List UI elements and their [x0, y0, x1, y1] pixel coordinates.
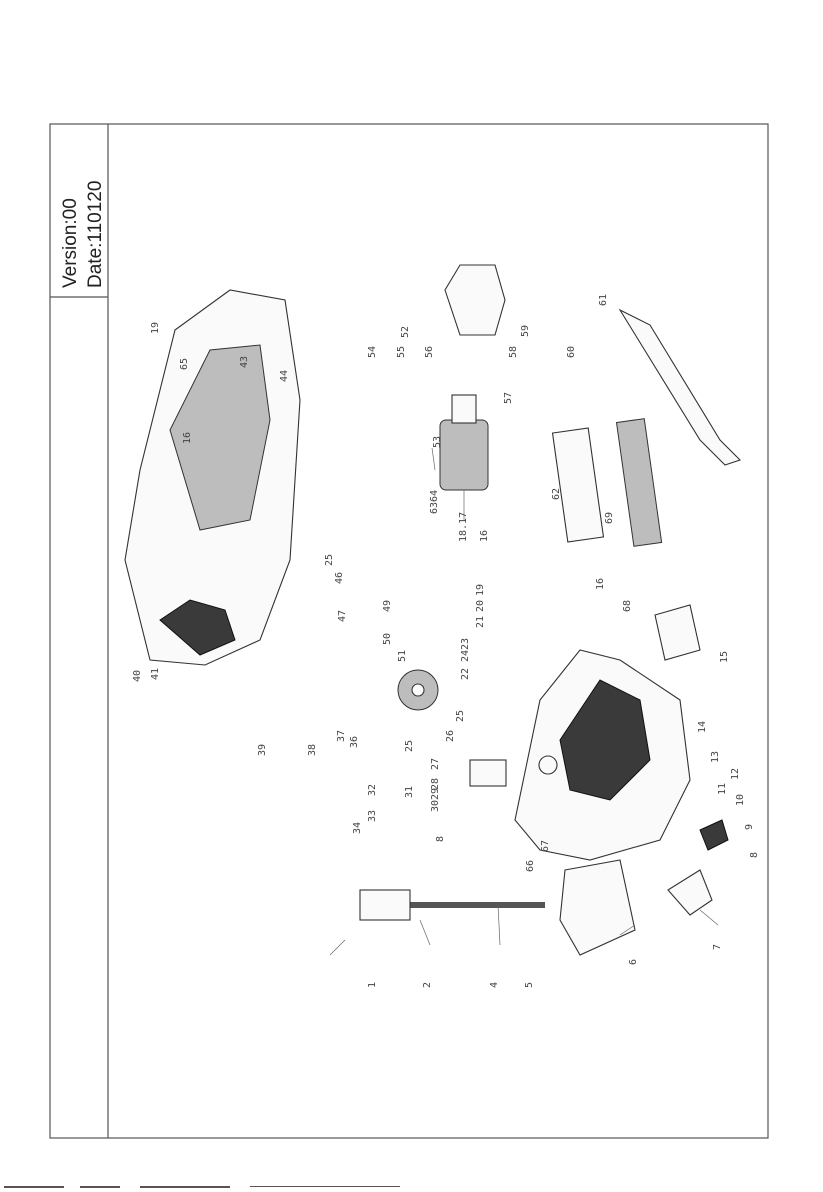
callout-32: 32	[367, 784, 378, 796]
callout-56: 56	[424, 346, 435, 358]
footer-strip	[0, 1181, 823, 1192]
callout-1: 1	[367, 982, 378, 988]
callout-47: 47	[337, 610, 348, 622]
callout-9: 9	[744, 824, 755, 830]
plunger-holder-shape	[360, 890, 410, 920]
callout-31: 31	[404, 786, 415, 798]
callout-25-mid: 25	[455, 710, 466, 722]
callout-21: 21	[475, 616, 486, 628]
base-plate-shape	[560, 860, 635, 955]
callout-61: 61	[598, 294, 609, 306]
callout-10: 10	[735, 794, 746, 806]
sole-plate-shape	[617, 419, 662, 547]
callout-4: 4	[489, 982, 500, 988]
lever-shape	[700, 820, 728, 850]
callout-54: 54	[367, 346, 378, 358]
callout-20: 20	[475, 600, 486, 612]
callout-65: 65	[179, 358, 190, 370]
callout-52: 52	[400, 326, 411, 338]
callout-7: 7	[712, 944, 723, 950]
callout-40: 40	[132, 670, 143, 682]
callout-12: 12	[730, 768, 741, 780]
callout-15: 15	[719, 651, 730, 663]
dust-adapter-shape	[655, 605, 700, 660]
part-drawings	[125, 265, 740, 955]
callout-19-mid: 19	[475, 584, 486, 596]
callout-26: 26	[445, 730, 456, 742]
callout-51: 51	[397, 650, 408, 662]
callout-60: 60	[566, 346, 577, 358]
callout-2: 2	[422, 982, 433, 988]
callout-25-low: 25	[404, 740, 415, 752]
shoe-plate-shape	[553, 428, 604, 542]
callout-57: 57	[503, 392, 514, 404]
callout-33: 33	[367, 810, 378, 822]
callout-62: 62	[551, 488, 562, 500]
callout-58: 58	[508, 346, 519, 358]
callout-8-lower: 8	[435, 836, 446, 842]
footer-mark	[140, 1186, 230, 1188]
gear-hub-shape	[412, 684, 424, 696]
armature-shape	[440, 420, 488, 490]
callout-59: 59	[520, 325, 531, 337]
guide-block-shape	[470, 760, 506, 786]
callout-50: 50	[382, 633, 393, 645]
callout-22: 22	[460, 668, 471, 680]
blade-clamp-shape	[668, 870, 712, 915]
date-label: Date:110120	[85, 181, 106, 288]
callout-19-top: 19	[150, 322, 161, 334]
callout-36: 36	[349, 736, 360, 748]
callout-16-mid: 16	[479, 530, 490, 542]
callout-41: 41	[150, 668, 161, 680]
callout-25-top: 25	[324, 554, 335, 566]
callout-37: 37	[336, 730, 347, 742]
callout-14: 14	[697, 721, 708, 733]
footer-mark	[4, 1186, 64, 1188]
callout-5: 5	[524, 982, 535, 988]
callout-6364: 6364	[429, 490, 440, 514]
callout-49: 49	[382, 600, 393, 612]
callout-18-17: 18.17	[458, 512, 469, 542]
callout-16-low: 16	[595, 578, 606, 590]
callout-30: 30	[430, 800, 441, 812]
footer-mark	[250, 1186, 400, 1187]
callout-39: 39	[257, 744, 268, 756]
callout-27: 27	[430, 758, 441, 770]
callout-16-top: 16	[182, 432, 193, 444]
callout-34: 34	[352, 822, 363, 834]
callout-67: 67	[540, 840, 551, 852]
commutator-shape	[452, 395, 476, 423]
callout-69: 69	[604, 512, 615, 524]
callout-6: 6	[628, 959, 639, 965]
callout-68: 68	[622, 600, 633, 612]
callout-2423: 2423	[460, 638, 471, 662]
callout-46: 46	[334, 572, 345, 584]
speed-dial-shape	[539, 756, 557, 774]
callout-53: 53	[432, 436, 443, 448]
callout-43: 43	[239, 356, 250, 368]
stator-shape	[445, 265, 505, 335]
footer-mark	[80, 1186, 120, 1188]
callout-29: 29	[430, 788, 441, 800]
version-label: Version:00	[60, 198, 81, 288]
callout-44: 44	[279, 370, 290, 382]
callout-55: 55	[396, 346, 407, 358]
callout-8: 8	[749, 852, 760, 858]
callout-13: 13	[710, 751, 721, 763]
callout-66: 66	[525, 860, 536, 872]
callout-11: 11	[717, 783, 728, 795]
callout-38: 38	[307, 744, 318, 756]
